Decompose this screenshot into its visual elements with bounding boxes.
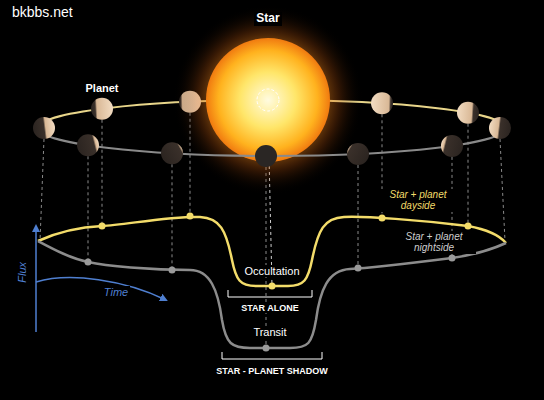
dashed-guide: [88, 156, 89, 262]
star-label: Star: [254, 12, 281, 26]
curve-dot: [99, 223, 106, 230]
planet: [457, 102, 479, 124]
watermark: bkbbs.net: [10, 4, 75, 20]
planet: [91, 98, 113, 120]
dashed-guide: [102, 120, 103, 226]
transit-planet: [255, 145, 277, 167]
planet: [161, 142, 183, 164]
flux-axis: [35, 226, 37, 332]
bracket-label: STAR - PLANET SHADOW: [214, 366, 329, 376]
curve-dot: [263, 345, 270, 352]
curve-dot: [355, 265, 362, 272]
curve-dot: [449, 255, 456, 262]
curve-dot: [269, 283, 276, 290]
planet: [347, 143, 369, 165]
planet: [489, 117, 511, 139]
curve-dot: [465, 223, 472, 230]
axis-label: Flux: [16, 260, 29, 285]
curve-dot: [379, 215, 386, 222]
nightside-curve: [38, 241, 506, 348]
dashed-guide: [468, 124, 469, 226]
event-label: Transit: [251, 326, 288, 339]
planet: [441, 135, 463, 157]
dashed-guide: [500, 139, 505, 241]
bracket: [228, 290, 312, 297]
planet: [33, 117, 55, 139]
bracket-label: STAR ALONE: [239, 303, 301, 313]
dashed-guide: [40, 139, 44, 241]
event-label: Occultation: [242, 265, 301, 278]
occulted-planet: [257, 89, 279, 111]
bracket: [222, 352, 322, 359]
curve-label: Star + planet dayside: [376, 189, 460, 212]
planet: [77, 134, 99, 156]
curve-dot: [187, 213, 194, 220]
curve-label: Star + planet nightside: [392, 231, 476, 254]
star: [206, 38, 330, 162]
planet: [371, 92, 393, 114]
time-arrow: [36, 278, 166, 300]
planet-label: Planet: [83, 82, 120, 95]
curve-dot: [85, 259, 92, 266]
front-planets: [33, 117, 511, 167]
star-glow: [173, 5, 363, 195]
curve-dot: [169, 267, 176, 274]
dayside-curve: [38, 217, 506, 286]
axis-label: Time: [102, 286, 130, 299]
